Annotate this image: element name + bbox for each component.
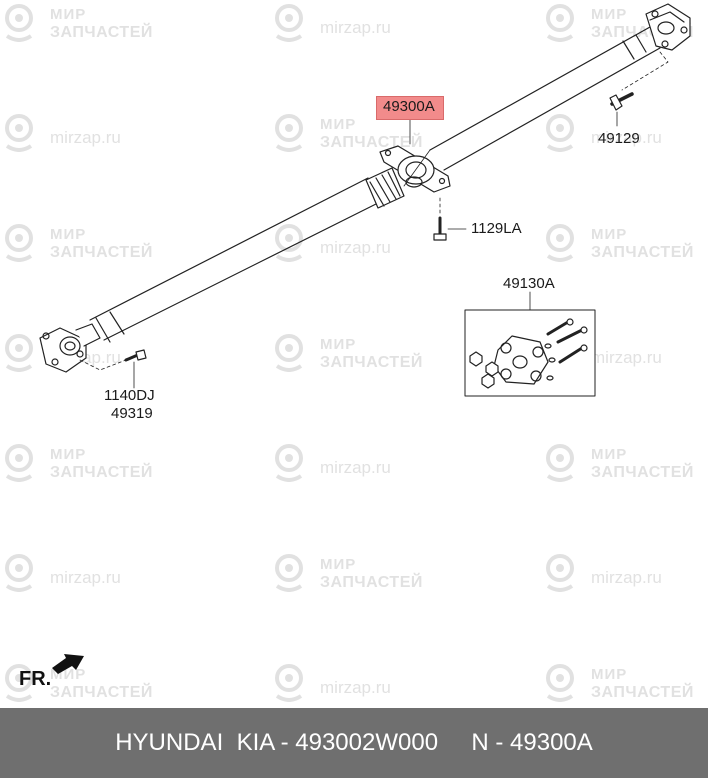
rear-bolt-49129 xyxy=(609,92,634,127)
rear-flange-yoke xyxy=(645,3,691,51)
watermark-text: МИР xyxy=(591,226,628,243)
watermark-site: mirzap.ru xyxy=(591,568,662,587)
watermark-text: ЗАПЧАСТЕЙ xyxy=(50,464,153,481)
watermark: mirzap.ru xyxy=(272,444,432,488)
watermark-text: МИР xyxy=(50,6,87,23)
watermark-site: mirzap.ru xyxy=(591,348,662,367)
kit-box-49130A xyxy=(464,309,596,397)
part-label-49130A[interactable]: 49130A xyxy=(503,275,555,292)
rear-shaft-tube xyxy=(429,26,661,171)
front-direction-arrow-icon xyxy=(52,654,84,674)
watermark-text: МИР xyxy=(591,6,628,23)
watermark-site: mirzap.ru xyxy=(320,678,391,697)
watermark-text: МИР xyxy=(591,666,628,683)
center-bolt-1129LA xyxy=(433,197,467,241)
watermark: mirzap.ru xyxy=(272,224,432,268)
footer-bar: HYUNDAI KIA - 493002W000 N - 49300A xyxy=(0,708,708,778)
watermark: mirzap.ru xyxy=(543,114,703,158)
watermark: mirzap.ru xyxy=(272,664,432,708)
watermark-site: mirzap.ru xyxy=(50,568,121,587)
watermark-text: МИР xyxy=(320,336,357,353)
watermark-site: mirzap.ru xyxy=(320,18,391,37)
watermark-text: ЗАПЧАСТЕЙ xyxy=(591,684,694,701)
part-label-49319[interactable]: 49319 xyxy=(111,405,153,422)
driveshaft-diagram xyxy=(39,3,691,397)
watermark-site: mirzap.ru xyxy=(320,458,391,477)
watermark-site: mirzap.ru xyxy=(591,128,662,147)
watermark-site: mirzap.ru xyxy=(320,238,391,257)
front-bolt-1140DJ xyxy=(79,349,147,389)
part-label-1129LA[interactable]: 1129LA xyxy=(471,220,522,237)
watermark-text: ЗАПЧАСТЕЙ xyxy=(320,354,423,371)
watermark-text: ЗАПЧАСТЕЙ xyxy=(50,244,153,261)
watermark-text: МИР xyxy=(320,556,357,573)
watermark-text: МИР xyxy=(591,446,628,463)
watermark-text: ЗАПЧАСТЕЙ xyxy=(50,684,153,701)
main-part-highlight xyxy=(376,96,444,120)
watermark-text: ЗАПЧАСТЕЙ xyxy=(591,244,694,261)
footer-part-number: HYUNDAI KIA - 493002W000 N - 49300A xyxy=(115,729,593,756)
front-shaft-tube xyxy=(89,177,381,343)
watermark-text: ЗАПЧАСТЕЙ xyxy=(50,24,153,41)
watermark-text: МИР xyxy=(50,226,87,243)
watermark-text: МИР xyxy=(50,446,87,463)
watermark: mirzap.ru xyxy=(2,554,162,598)
part-label-1140DJ[interactable]: 1140DJ xyxy=(104,387,155,404)
front-flange-yoke xyxy=(39,323,101,373)
watermark: mirzap.ru xyxy=(272,4,432,48)
front-direction-label: FR. xyxy=(19,668,52,690)
part-label-49129[interactable]: 49129 xyxy=(598,130,640,147)
center-joint-boot xyxy=(365,167,405,209)
watermark: mirzap.ru xyxy=(2,114,162,158)
watermark: mirzap.ru xyxy=(543,554,703,598)
watermark-text: ЗАПЧАСТЕЙ xyxy=(320,574,423,591)
watermark-text: ЗАПЧАСТЕЙ xyxy=(591,464,694,481)
watermark-site: mirzap.ru xyxy=(50,128,121,147)
center-bearing xyxy=(379,145,451,193)
watermark-text: МИР xyxy=(320,116,357,133)
part-label-49300A[interactable]: 49300A xyxy=(383,98,435,115)
